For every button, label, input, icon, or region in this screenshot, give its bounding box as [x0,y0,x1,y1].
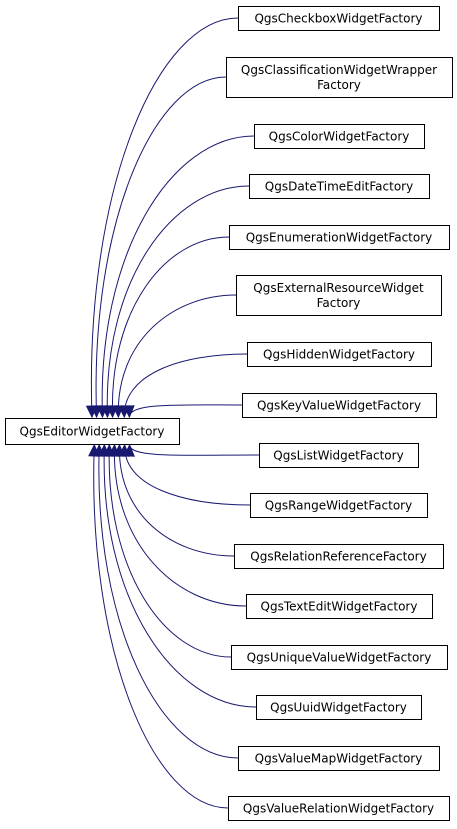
edge-qgs-external-resource-widget-factory [112,294,237,419]
class-node-qgs-classification-widget-wrapper-factory-label: Factory [317,78,361,92]
edge-line [103,444,257,708]
class-node-qgs-key-value-widget-factory-label: QgsKeyValueWidgetFactory [257,399,421,413]
class-node-qgs-key-value-widget-factory-box [242,393,437,418]
class-node-qgs-text-edit-widget-factory-box [246,594,433,619]
edge-line [124,444,251,506]
edge-line [128,404,243,418]
edge-line [93,444,229,809]
base-class-node-label: QgsEditorWidgetFactory [20,425,165,439]
class-node-qgs-range-widget-factory[interactable]: QgsRangeWidgetFactory [250,493,428,518]
class-node-qgs-hidden-widget-factory-box [247,342,432,367]
class-node-qgs-checkbox-widget-factory-box [238,6,440,31]
class-node-qgs-uuid-widget-factory-label: QgsUuidWidgetFactory [270,701,407,715]
edge-line [112,236,230,418]
edge-qgs-hidden-widget-factory [118,353,248,419]
class-node-qgs-checkbox-widget-factory[interactable]: QgsCheckboxWidgetFactory [238,6,440,31]
class-node-qgs-classification-widget-wrapper-factory-box [226,57,453,98]
class-node-qgs-relation-reference-factory-box [234,544,444,569]
class-node-qgs-checkbox-widget-factory-label: QgsCheckboxWidgetFactory [254,12,422,26]
class-node-qgs-uuid-widget-factory[interactable]: QgsUuidWidgetFactory [256,695,422,720]
class-node-qgs-hidden-widget-factory-label: QgsHiddenWidgetFactory [263,348,415,362]
class-node-qgs-relation-reference-factory-label: QgsRelationReferenceFactory [250,550,426,564]
edge-qgs-date-time-edit-factory [101,185,250,419]
class-node-qgs-date-time-edit-factory-box [249,174,430,199]
class-node-qgs-enumeration-widget-factory-label: QgsEnumerationWidgetFactory [246,231,433,245]
class-node-qgs-value-map-widget-factory-box [238,746,440,771]
class-node-qgs-date-time-edit-factory[interactable]: QgsDateTimeEditFactory [249,174,430,199]
class-node-qgs-color-widget-factory[interactable]: QgsColorWidgetFactory [254,124,425,149]
class-node-qgs-date-time-edit-factory-label: QgsDateTimeEditFactory [265,180,413,194]
class-node-qgs-list-widget-factory[interactable]: QgsListWidgetFactory [259,443,419,468]
class-node-qgs-external-resource-widget-factory-box [236,275,442,316]
class-node-qgs-classification-widget-wrapper-factory-label: QgsClassificationWidgetWrapper [241,63,437,77]
class-node-qgs-value-map-widget-factory-label: QgsValueMapWidgetFactory [255,752,423,766]
edge-qgs-list-widget-factory [123,443,260,457]
edge-line [113,444,247,607]
class-node-qgs-relation-reference-factory[interactable]: QgsRelationReferenceFactory [234,544,444,569]
edge-qgs-text-edit-widget-factory [108,443,247,607]
base-class-node[interactable]: QgsEditorWidgetFactory [5,418,180,445]
class-node-qgs-text-edit-widget-factory[interactable]: QgsTextEditWidgetFactory [246,594,433,619]
class-node-qgs-uuid-widget-factory-box [256,695,422,720]
edge-qgs-value-relation-widget-factory [88,443,229,809]
class-node-qgs-value-relation-widget-factory[interactable]: QgsValueRelationWidgetFactory [228,796,450,821]
class-node-qgs-unique-value-widget-factory-label: QgsUniqueValueWidgetFactory [247,651,432,665]
edge-line [90,17,239,418]
edge-line [129,444,260,456]
class-node-qgs-list-widget-factory-box [259,443,419,468]
class-node-qgs-enumeration-widget-factory-box [229,225,450,250]
class-node-qgs-unique-value-widget-factory-box [231,645,448,670]
edge-qgs-relation-reference-factory [113,443,235,557]
arrowhead-icon [88,443,100,457]
class-node-qgs-range-widget-factory-box [250,493,428,518]
class-node-qgs-hidden-widget-factory[interactable]: QgsHiddenWidgetFactory [247,342,432,367]
class-node-qgs-color-widget-factory-label: QgsColorWidgetFactory [269,130,410,144]
edge-qgs-classification-widget-wrapper-factory [90,76,227,419]
edge-qgs-range-widget-factory [118,443,251,506]
edge-line [98,444,239,759]
inheritance-edges [85,17,260,809]
edge-line [108,444,232,658]
class-node-qgs-color-widget-factory-box [254,124,425,149]
edge-line [118,444,235,557]
class-node-qgs-value-relation-widget-factory-box [228,796,450,821]
edge-line [123,353,248,418]
edge-qgs-color-widget-factory [96,135,255,419]
base-class-node-box [5,418,180,445]
class-node-qgs-value-map-widget-factory[interactable]: QgsValueMapWidgetFactory [238,746,440,771]
class-node-qgs-external-resource-widget-factory-label: Factory [317,296,361,310]
class-nodes: QgsEditorWidgetFactory QgsCheckboxWidgetF… [5,6,453,821]
class-node-qgs-key-value-widget-factory[interactable]: QgsKeyValueWidgetFactory [242,393,437,418]
edge-line [117,294,237,418]
class-node-qgs-value-relation-widget-factory-label: QgsValueRelationWidgetFactory [243,802,434,816]
class-node-qgs-external-resource-widget-factory-label: QgsExternalResourceWidget [253,281,424,295]
edge-qgs-enumeration-widget-factory [106,236,230,419]
arrowhead-icon [123,405,135,419]
class-node-qgs-unique-value-widget-factory[interactable]: QgsUniqueValueWidgetFactory [231,645,448,670]
class-node-qgs-list-widget-factory-label: QgsListWidgetFactory [273,449,403,463]
edge-line [95,76,227,418]
edge-qgs-key-value-widget-factory [123,404,243,419]
class-node-qgs-enumeration-widget-factory[interactable]: QgsEnumerationWidgetFactory [229,225,450,250]
class-node-qgs-text-edit-widget-factory-label: QgsTextEditWidgetFactory [261,600,418,614]
class-node-qgs-range-widget-factory-label: QgsRangeWidgetFactory [265,499,412,513]
edge-line [106,185,250,418]
edge-line [101,135,255,418]
